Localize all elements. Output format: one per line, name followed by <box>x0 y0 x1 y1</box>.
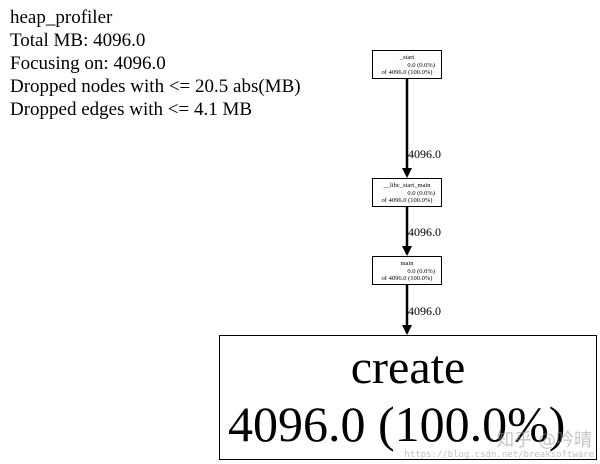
node-name: create <box>350 341 466 394</box>
edge-label: 4096.0 <box>408 147 441 161</box>
node-libc-start-main: __libc_start_main 0.0 (0.0%) of 4096.0 (… <box>372 178 442 207</box>
profiler-name: heap_profiler <box>10 7 113 28</box>
node-self: 0.0 (0.0%) <box>407 267 435 275</box>
node-self: 0.0 (0.0%) <box>407 61 435 69</box>
edge-label: 4096.0 <box>408 304 441 318</box>
node-start: _start 0.0 (0.0%) of 4096.0 (100.0%) <box>372 50 442 79</box>
node-name: main <box>400 260 414 267</box>
edge-label: 4096.0 <box>408 225 441 239</box>
profile-header: heap_profiler Total MB: 4096.0 Focusing … <box>10 6 301 121</box>
node-name: _start <box>399 54 415 61</box>
node-create: create 4096.0 (100.0%) <box>219 335 597 460</box>
watermark-url: https://blog.csdn.net/breaksoftware <box>404 450 594 460</box>
node-value: 4096.0 (100.0%) <box>228 396 566 452</box>
total-mb: Total MB: 4096.0 <box>10 30 146 51</box>
dropped-nodes: Dropped nodes with <= 20.5 abs(MB) <box>10 76 301 97</box>
dropped-edges: Dropped edges with <= 4.1 MB <box>10 99 253 120</box>
node-main: main 0.0 (0.0%) of 4096.0 (100.0%) <box>372 256 442 285</box>
node-cumulative: of 4096.0 (100.0%) <box>381 69 433 76</box>
focusing-on: Focusing on: 4096.0 <box>10 53 166 74</box>
node-name: __libc_start_main <box>383 182 431 189</box>
watermark-text: 知乎 @吟晴 <box>496 430 592 451</box>
node-cumulative: of 4096.0 (100.0%) <box>381 275 433 282</box>
node-self: 0.0 (0.0%) <box>407 189 435 197</box>
node-cumulative: of 4096.0 (100.0%) <box>381 197 433 204</box>
